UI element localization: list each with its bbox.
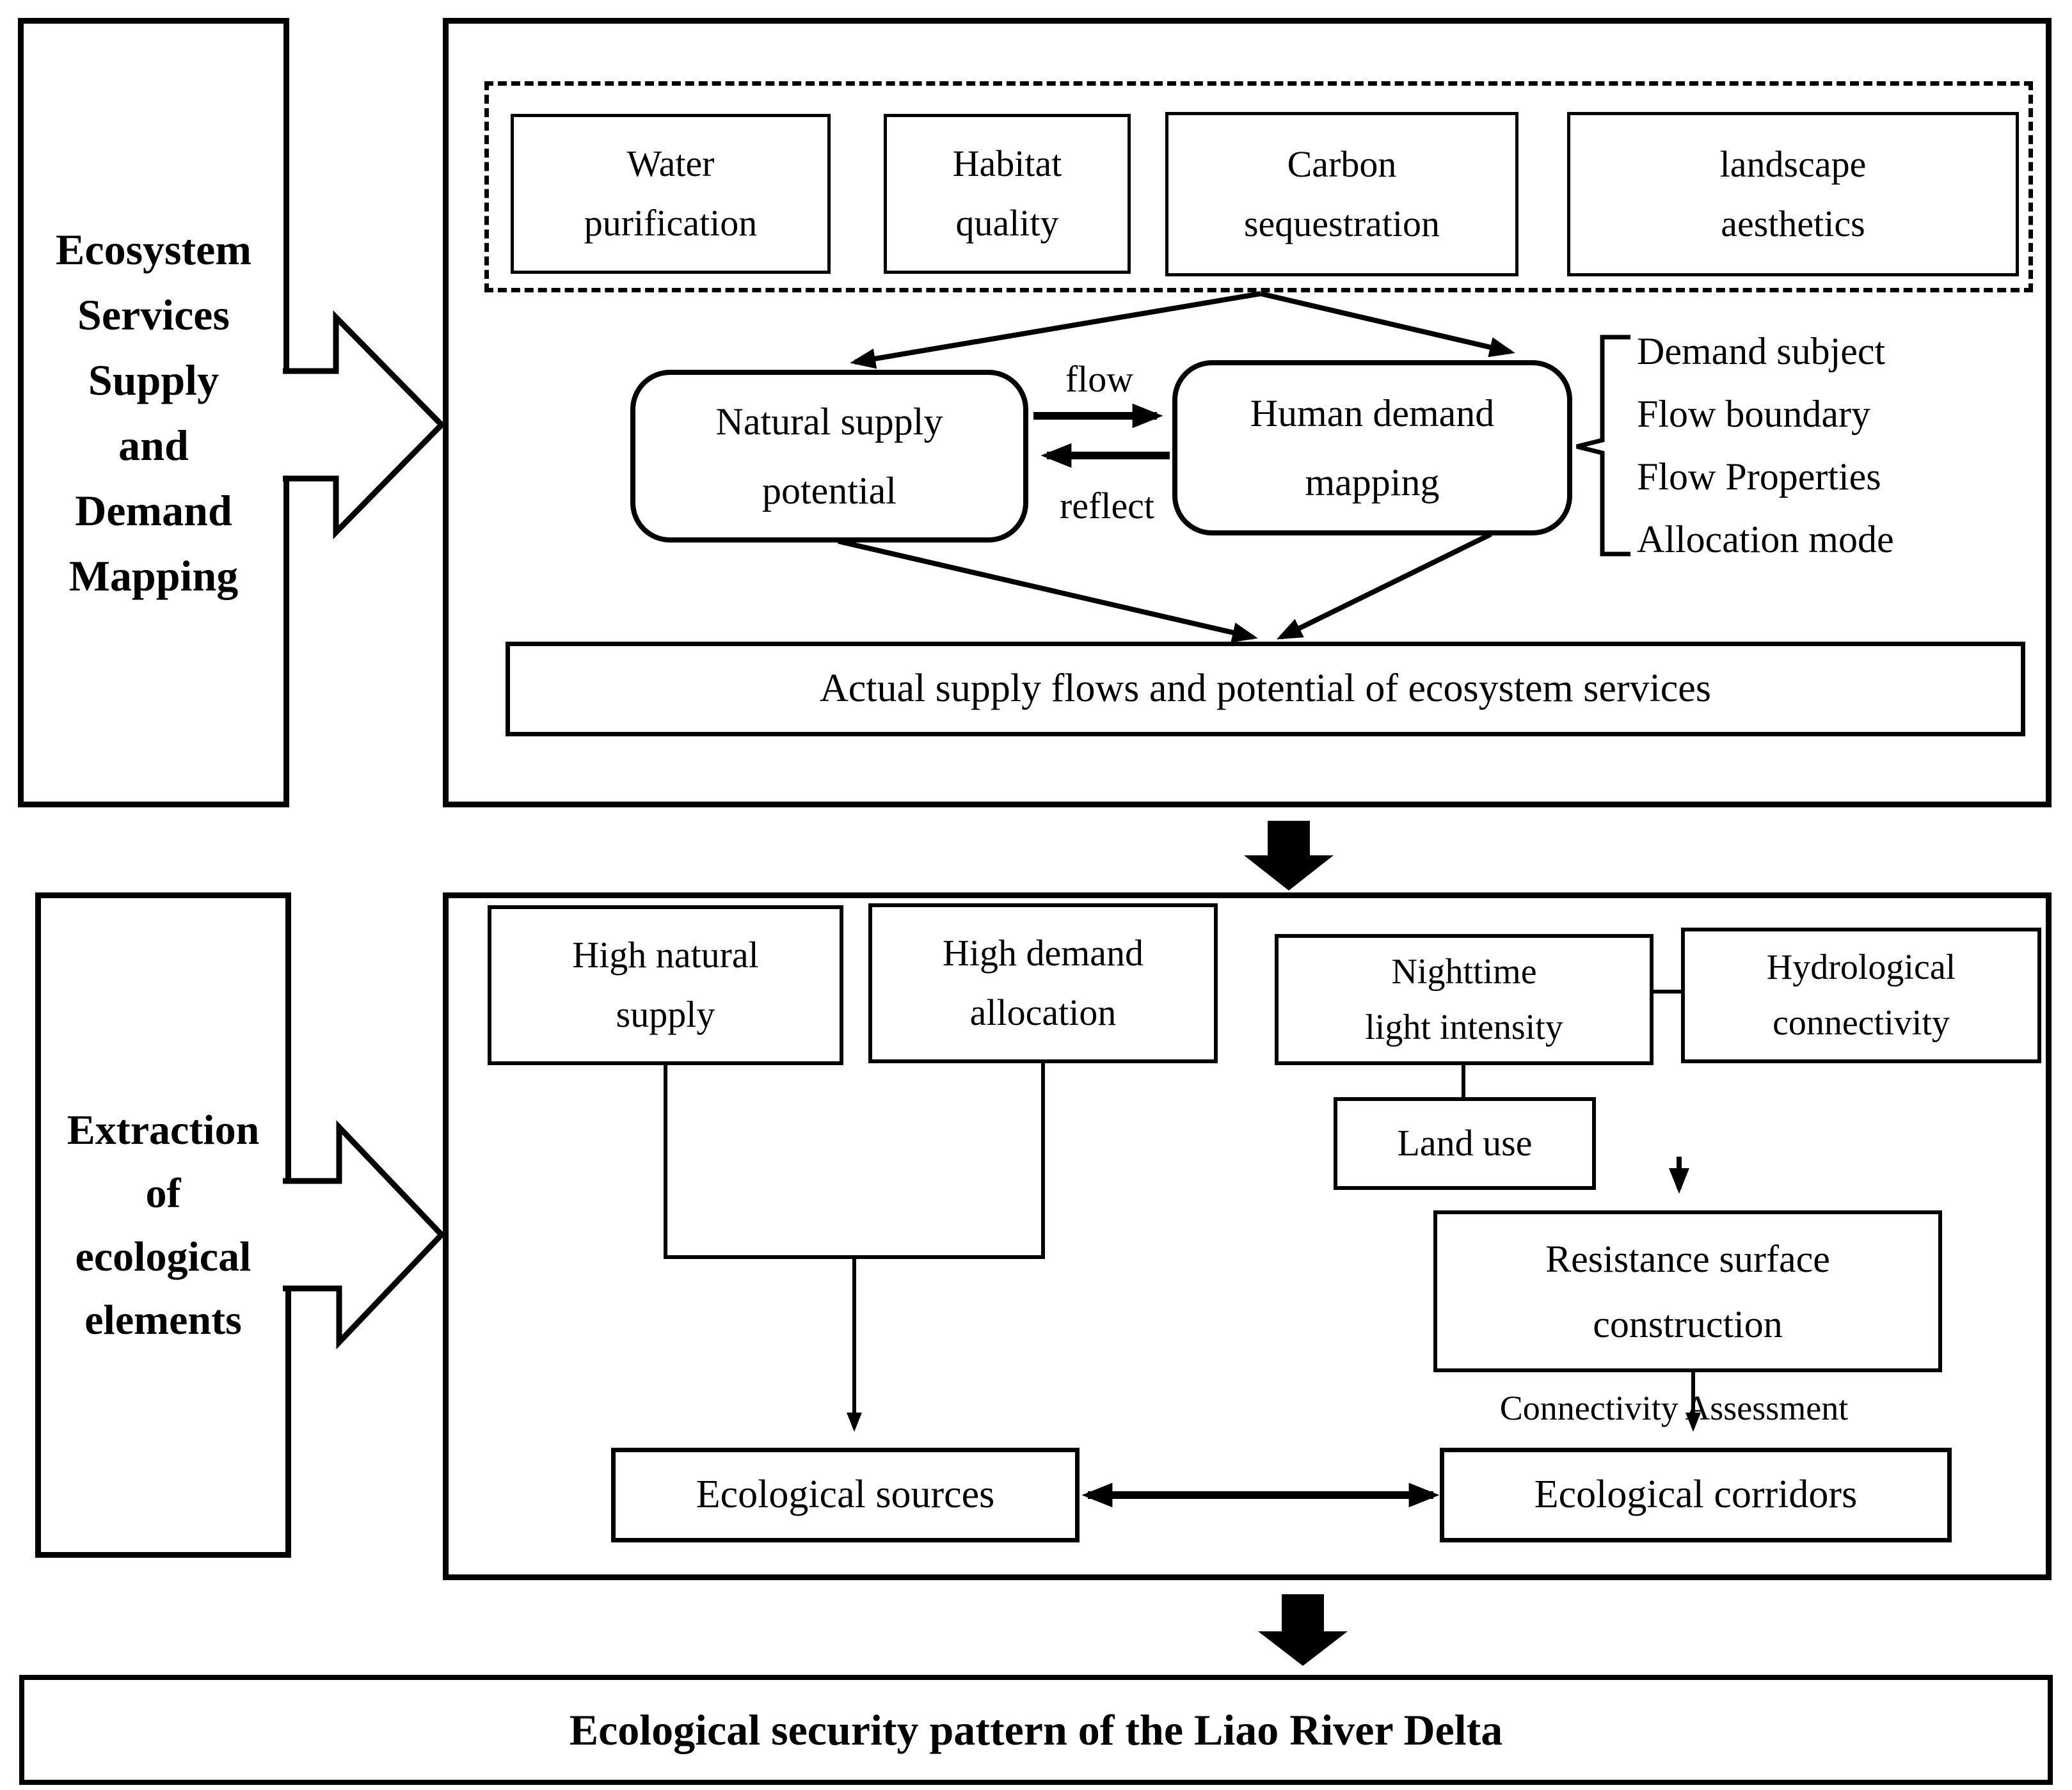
demand-attribute: Allocation mode xyxy=(1637,518,1894,560)
demand-attribute: Demand subject xyxy=(1637,329,1886,372)
reflect-arrow-label: reflect xyxy=(1059,484,1155,527)
ecological-corridors-box: Ecological corridors xyxy=(1440,1448,1952,1542)
connectivity-assessment-label: Connectivity Assessment xyxy=(1499,1389,1849,1427)
result-box: Ecological security pattern of the Liao … xyxy=(19,1675,2053,1785)
high-demand-allocation-box: High demand allocation xyxy=(868,903,1218,1063)
nighttime-light-intensity-box: Nighttime light intensity xyxy=(1275,934,1654,1065)
ecological-sources-box: Ecological sources xyxy=(611,1448,1080,1542)
down-block-arrow-2 xyxy=(1258,1594,1348,1666)
natural-supply-potential-box: Natural supply potential xyxy=(630,370,1028,543)
extraction-block-arrow xyxy=(283,1120,446,1350)
land-use-box: Land use xyxy=(1334,1097,1596,1190)
human-demand-mapping-box: Human demand mapping xyxy=(1172,360,1572,535)
service-carbon-sequestration: Carbon sequestration xyxy=(1165,112,1518,276)
section-label-extraction: Extraction of ecological elements xyxy=(35,892,291,1558)
hydrological-connectivity-box: Hydrological connectivity xyxy=(1681,928,2041,1063)
down-block-arrow-1 xyxy=(1244,821,1334,891)
demand-attribute: Flow Properties xyxy=(1637,455,1881,498)
actual-supply-flows-box: Actual supply flows and potential of eco… xyxy=(506,642,2025,736)
high-natural-supply-box: High natural supply xyxy=(488,905,843,1065)
flow-arrow-label: flow xyxy=(1065,358,1134,400)
service-landscape-aesthetics: landscape aesthetics xyxy=(1567,112,2019,276)
service-water-purification: Water purification xyxy=(511,114,831,274)
resistance-surface-box: Resistance surface construction xyxy=(1433,1210,1942,1372)
supply-demand-block-arrow xyxy=(283,310,446,540)
demand-attributes-list: Demand subject Flow boundary Flow Proper… xyxy=(1637,320,2052,571)
section-label-supply-demand: Ecosystem Services Supply and Demand Map… xyxy=(18,18,289,807)
demand-attribute: Flow boundary xyxy=(1637,392,1870,435)
service-habitat-quality: Habitat quality xyxy=(884,114,1131,274)
